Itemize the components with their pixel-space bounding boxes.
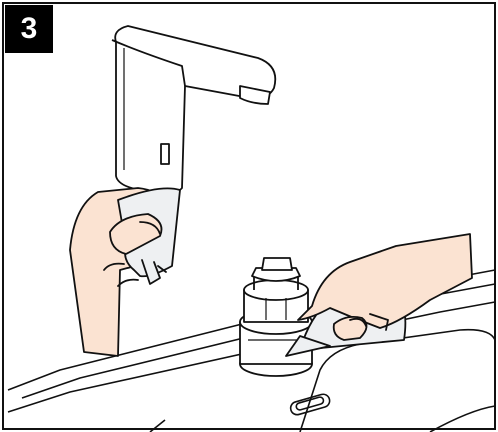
- step-number-badge: 3: [5, 5, 53, 53]
- left-hand-with-cloth: [70, 188, 180, 356]
- faucet-sensor-window: [161, 144, 169, 164]
- sensor-faucet-icon: [112, 26, 275, 193]
- right-hand-wiping: [286, 234, 472, 356]
